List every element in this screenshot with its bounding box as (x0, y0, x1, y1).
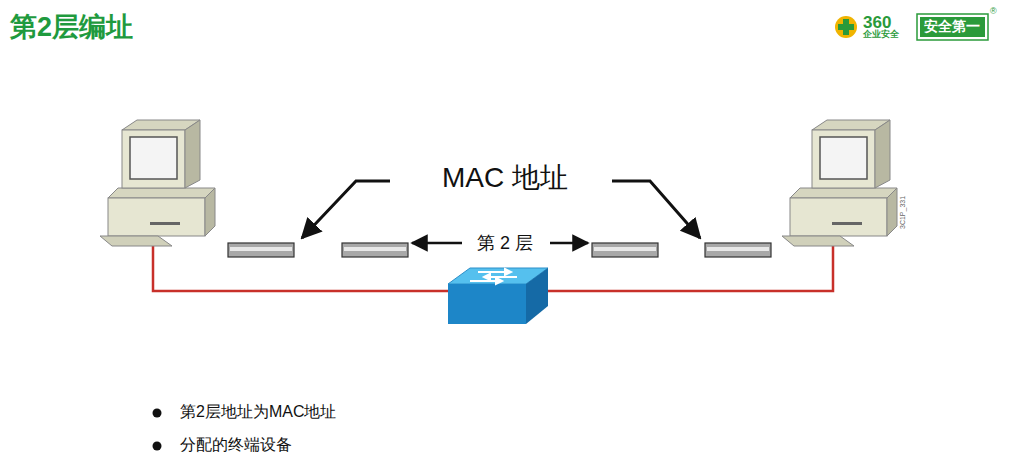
computer-left (100, 120, 215, 246)
slide-title: 第2层编址 (10, 12, 133, 43)
logo-icon (835, 14, 988, 40)
logo-text: 企业安全 (863, 29, 899, 39)
callout-label: 第 2 层 (477, 233, 533, 254)
logo-text: 安全第一 (924, 18, 980, 34)
computer-right (782, 120, 897, 246)
switch-symbol (448, 268, 548, 324)
callout-label: MAC 地址 (442, 162, 568, 194)
logo-mark: ® (990, 6, 997, 16)
figure-code: 3C1P_331 (899, 195, 907, 228)
bullet-text: 分配的终端设备 (180, 436, 292, 454)
bullet-dot (153, 409, 162, 451)
bullet-text: 第2层地址为MAC地址 (180, 403, 336, 421)
